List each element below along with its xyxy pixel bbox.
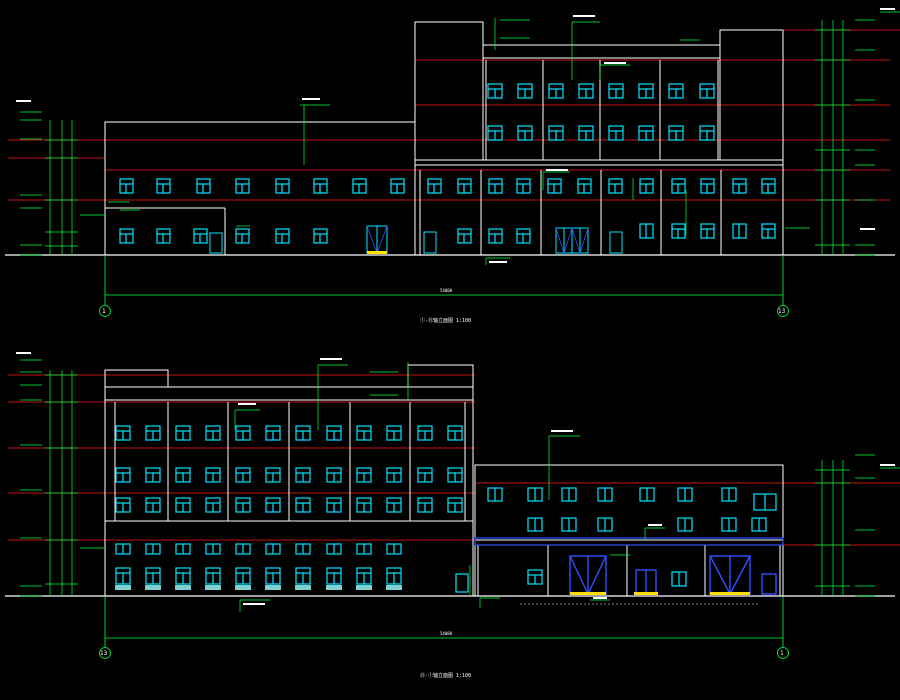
- axis-right-label-bottom: 1: [780, 650, 784, 657]
- total-dimension-bottom: 54000: [440, 631, 453, 636]
- leaders-bottom: [234, 362, 665, 612]
- total-dimension-top: 54000: [440, 288, 453, 293]
- entrance-step-top: [367, 251, 387, 254]
- axis-left-label-top: 1: [102, 308, 106, 315]
- dimensions-left-top: [20, 111, 105, 256]
- axis-left-label-bottom: 13: [100, 650, 108, 657]
- canopy-bottom: [474, 537, 784, 546]
- windows-bottom: [115, 425, 777, 593]
- elevation-title-top: ①-⑬轴立面图 1:100: [420, 317, 471, 324]
- floor-lines-bottom: [8, 374, 900, 546]
- doors-top: [209, 225, 623, 254]
- elevation-title-bottom: ⑬-①轴立面图 1:100: [420, 672, 471, 679]
- axis-right-label-top: 13: [778, 308, 786, 315]
- dimensions-right-top: [785, 11, 900, 256]
- small-annotations-bottom: [16, 352, 895, 605]
- elevation-bottom: 13 1 54000 ⑬-①轴立面图 1:100: [5, 352, 900, 679]
- floor-lines-top: [8, 29, 900, 201]
- leaders-top: [108, 18, 700, 265]
- axis-dimension-top: [99, 255, 789, 317]
- doors-bottom: [569, 555, 777, 595]
- elevation-top: 1 13 54000 ①-⑬轴立面图 1:100: [5, 8, 900, 324]
- dimensions-left-bottom: [20, 359, 105, 597]
- door-glazing-top: [366, 225, 589, 254]
- entrance-steps-bottom: [570, 592, 750, 595]
- window-sills-bottom: [115, 585, 402, 590]
- small-annotations-top: [16, 8, 895, 263]
- pilasters-bottom: [114, 402, 781, 596]
- axis-dimension-bottom: [99, 596, 789, 659]
- dimensions-right-bottom: [815, 454, 900, 597]
- windows-top: [119, 83, 776, 244]
